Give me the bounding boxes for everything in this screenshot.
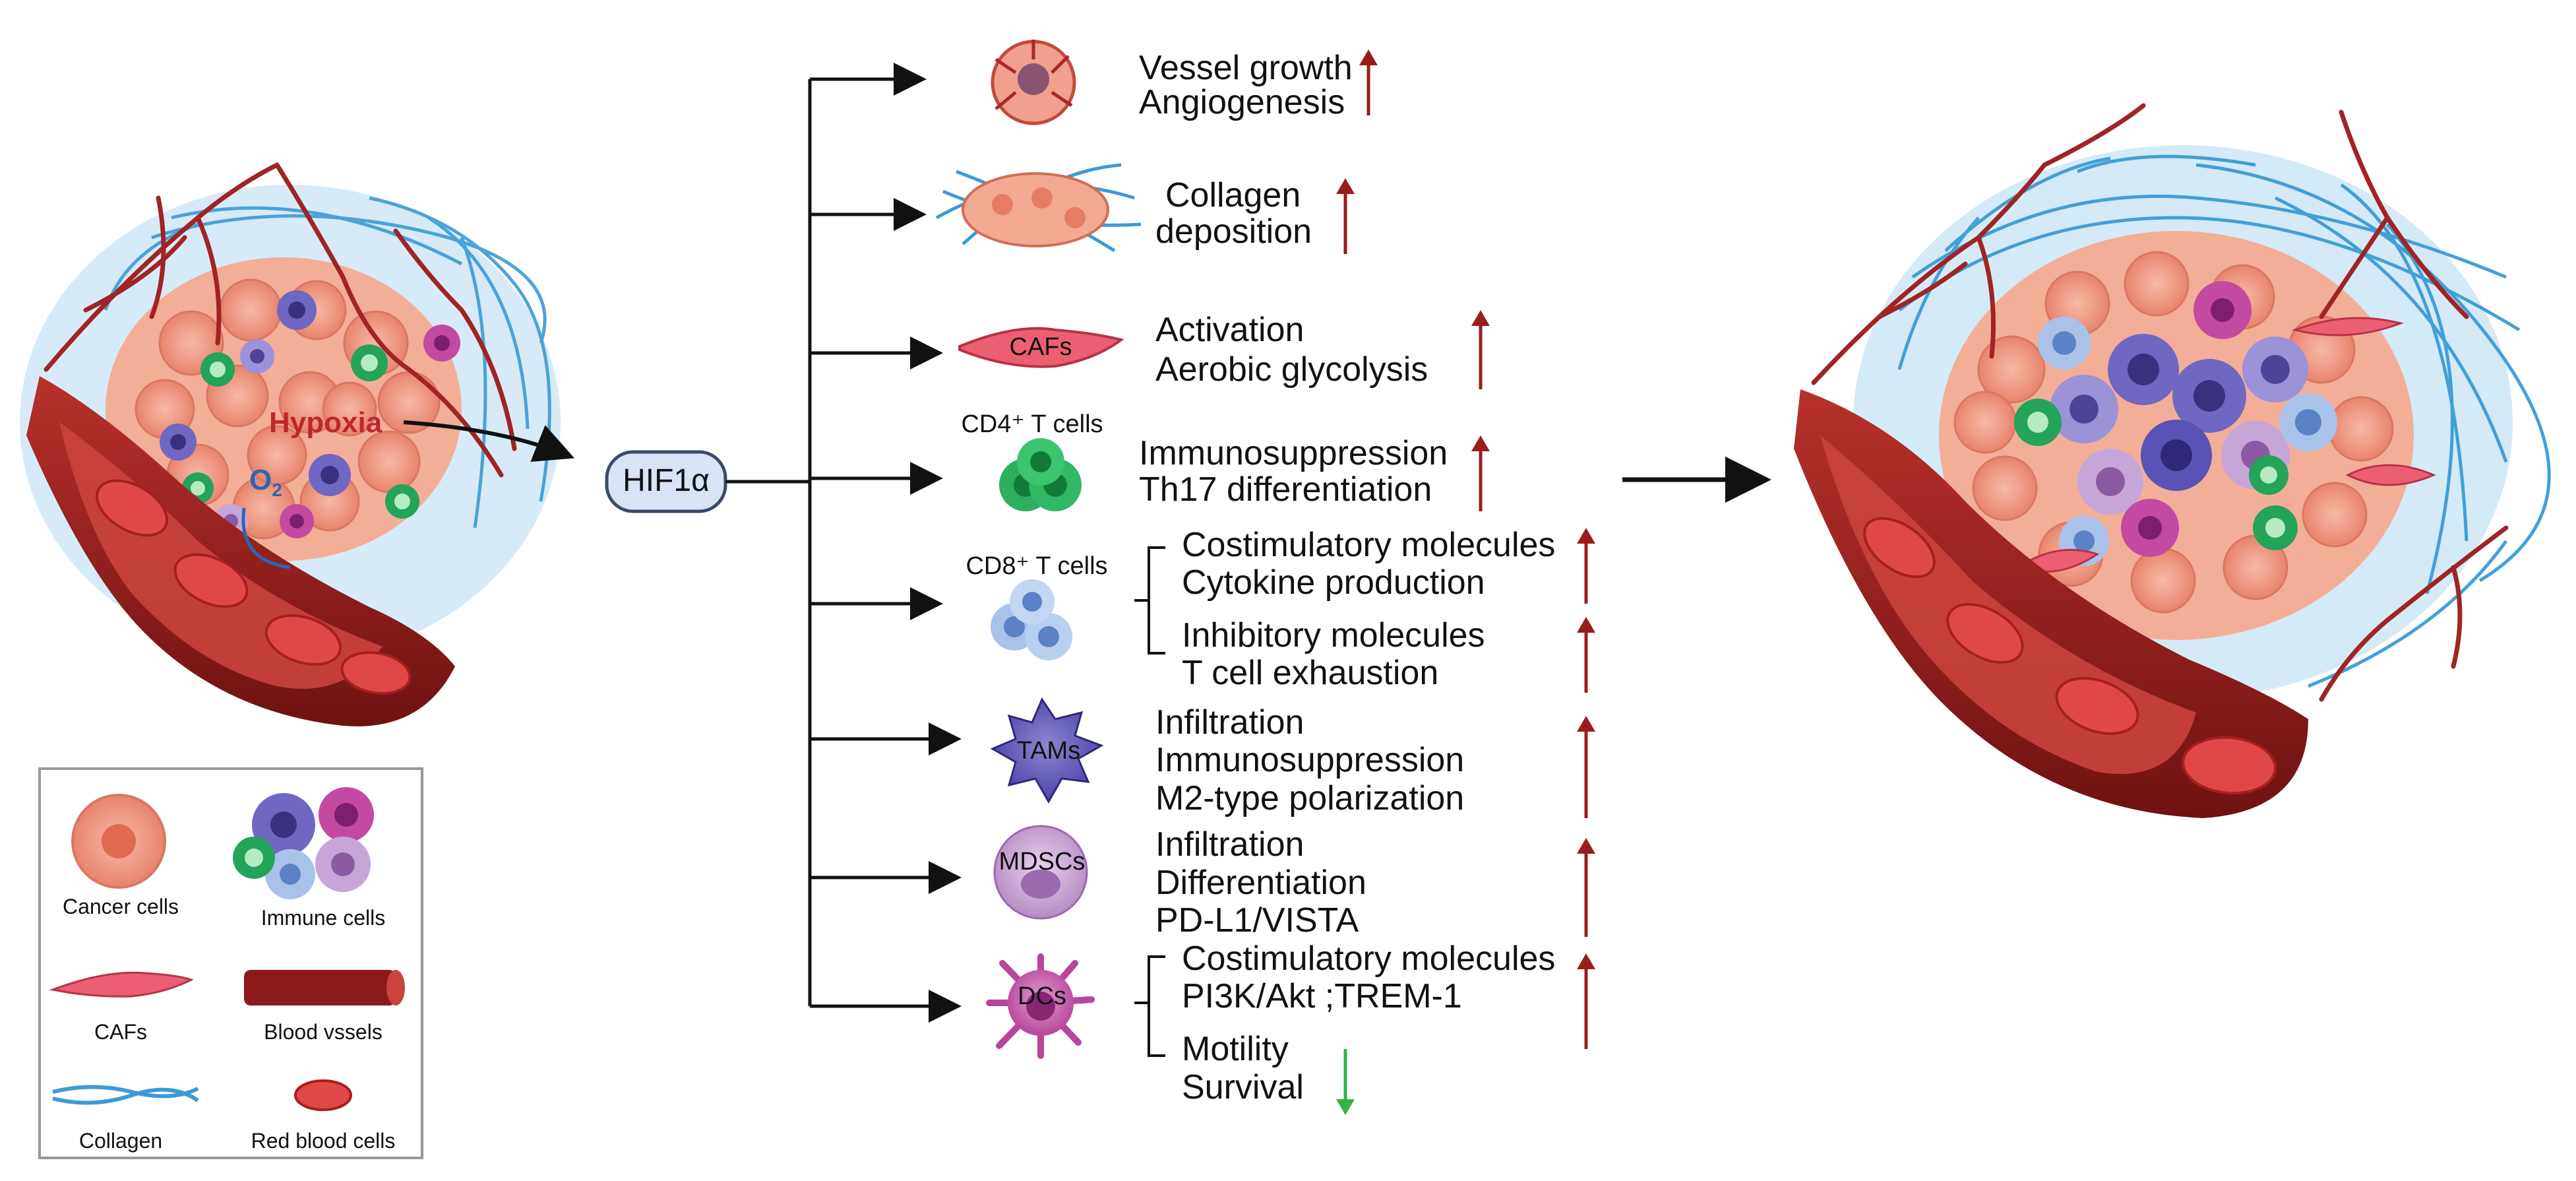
cancer-cells [135, 278, 441, 540]
mdsc-icon [993, 825, 1088, 920]
decrease-arrowhead-icon [1336, 1099, 1355, 1115]
red-blood-cells [95, 479, 412, 695]
hif1a-node: HIF1α [605, 450, 727, 513]
effect-text: PD-L1/VISTA [1155, 901, 1359, 940]
increase-arrowhead-icon [1359, 49, 1378, 65]
cd8-bracket [1134, 546, 1165, 654]
collagen-icon [52, 1085, 199, 1105]
cell-label-mdscs: MDSCs [999, 848, 1086, 876]
blood-vessel-icon [244, 970, 405, 1005]
increase-arrowhead-icon [1577, 528, 1595, 544]
cell-label-cd8: CD8⁺ T cells [966, 552, 1107, 580]
effect-row-cd4: CD4⁺ T cells Immunosuppression Th17 diff… [961, 410, 1448, 511]
effect-text: Differentiation [1155, 864, 1366, 902]
legend-label: CAFs [94, 1020, 147, 1044]
effect-row-dcs: DCs Costimulatory molecules PI3K/Akt ;TR… [986, 940, 1555, 1106]
o2-arrow [241, 507, 291, 569]
tumor-vessels [1811, 103, 2509, 702]
increase-arrowhead-icon [1577, 617, 1595, 633]
cancer-cells [1953, 251, 2394, 614]
cd4-t-cells-icon [999, 438, 1082, 511]
branch-arrows [810, 63, 962, 1023]
effect-text: Inhibitory molecules [1182, 616, 1485, 654]
effect-text: Th17 differentiation [1139, 470, 1432, 509]
collagen-deposition-icon [935, 163, 1142, 253]
increase-arrowhead-icon [1471, 435, 1490, 451]
effect-text: M2-type polarization [1155, 779, 1464, 817]
effect-row-tams: TAMs Infiltration Immunosuppression M2-t… [990, 697, 1464, 817]
cell-label-cafs: CAFs [1010, 333, 1072, 361]
hypoxia-label: Hypoxia [269, 406, 383, 439]
cd8-t-cells-icon [991, 579, 1072, 660]
effect-text: Motility [1182, 1030, 1289, 1068]
caf-icon [49, 971, 194, 998]
caf-icon [958, 327, 1124, 368]
legend-label: Immune cells [261, 906, 386, 930]
effect-text: Survival [1182, 1068, 1304, 1106]
cell-label-cd4: CD4⁺ T cells [961, 410, 1103, 438]
effect-rows: Vessel growth Angiogenesis Collagen depo… [935, 40, 1555, 1106]
effect-text: Infiltration [1155, 703, 1304, 742]
effect-row-cafs: CAFs Activation Aerobic glycolysis [958, 311, 1428, 389]
cancer-cell-icon [71, 794, 166, 889]
effect-text: T cell exhaustion [1182, 654, 1438, 692]
effect-text: Cytokine production [1182, 563, 1485, 602]
hif1a-label: HIF1α [623, 463, 710, 498]
effect-text: Collagen [1165, 176, 1301, 214]
effect-row-cd8: CD8⁺ T cells Costimulatory molecules Cyt… [966, 526, 1555, 692]
immune-cells [160, 290, 460, 538]
effect-text: Immunosuppression [1155, 741, 1464, 779]
effect-text: Infiltration [1155, 825, 1304, 864]
effect-row-collagen: Collagen deposition [935, 163, 1312, 253]
cell-label-dcs: DCs [1018, 982, 1066, 1010]
legend-label: Cancer cells [63, 895, 179, 918]
left-tumor-illustration: Hypoxia O2 [20, 162, 575, 726]
hypoxia-arrow [403, 420, 575, 463]
right-tumor-illustration [1794, 103, 2551, 818]
effect-text: Aerobic glycolysis [1155, 350, 1428, 389]
increase-arrowhead-icon [1577, 953, 1595, 969]
increase-arrowhead-icon [1577, 838, 1595, 854]
effect-row-mdscs: MDSCs Infiltration Differentiation PD-L1… [993, 825, 1366, 940]
increase-arrowhead-icon [1336, 178, 1355, 194]
vessel-growth-icon [991, 40, 1076, 125]
cafs [2015, 317, 2436, 573]
tumor-vessels [44, 162, 517, 478]
legend-label: Red blood cells [251, 1129, 396, 1153]
increase-arrowhead-icon [1471, 310, 1490, 326]
cell-label-tams: TAMs [1017, 737, 1080, 765]
effect-text: PI3K/Akt ;TREM-1 [1182, 977, 1462, 1015]
effect-text: Costimulatory molecules [1182, 940, 1555, 978]
dcs-bracket [1134, 955, 1165, 1057]
tam-icon [990, 697, 1104, 804]
red-blood-cell-icon [294, 1079, 352, 1111]
legend-label: Blood vssels [264, 1020, 383, 1044]
direction-arrows [1336, 49, 1595, 1115]
effect-text: Activation [1155, 311, 1304, 349]
effect-row-vessel-growth: Vessel growth Angiogenesis [991, 40, 1353, 125]
legend: Cancer cells Immune cells CAFs Blood vss… [38, 767, 423, 1159]
effect-text: Angiogenesis [1139, 83, 1345, 121]
red-blood-cells [1863, 517, 2277, 795]
effect-text: Costimulatory molecules [1182, 526, 1555, 564]
effect-text: Immunosuppression [1139, 434, 1448, 472]
dc-icon [986, 953, 1095, 1059]
immune-cells-icon [233, 787, 374, 899]
o2-label: O2 [249, 464, 282, 500]
legend-label: Collagen [79, 1129, 162, 1153]
increase-arrowhead-icon [1577, 716, 1595, 732]
immune-cells [2014, 281, 2337, 566]
effect-text: Vessel growth [1139, 49, 1353, 87]
effect-text: deposition [1155, 212, 1312, 251]
